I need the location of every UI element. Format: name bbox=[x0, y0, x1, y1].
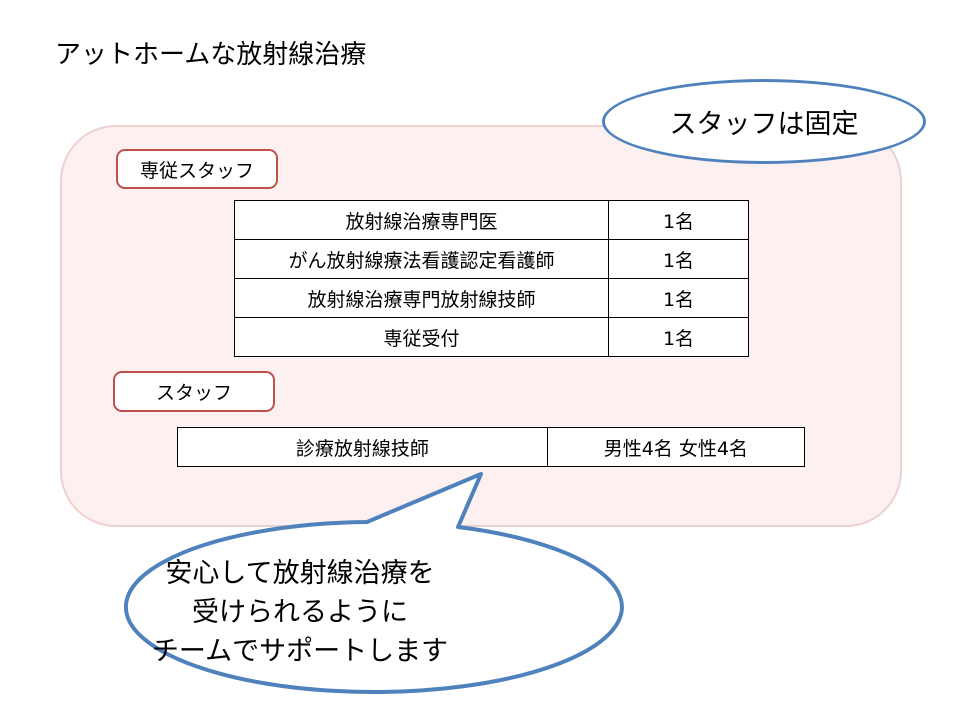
fixed-staff-callout: スタッフは固定 bbox=[602, 79, 926, 164]
dedicated-staff-label: 専従スタッフ bbox=[116, 149, 278, 189]
count-cell: 1名 bbox=[608, 317, 749, 357]
callout-text: スタッフは固定 bbox=[669, 109, 859, 140]
table-row: 専従受付 1名 bbox=[234, 317, 749, 357]
count-cell: 1名 bbox=[608, 239, 749, 279]
role-cell: がん放射線療法看護認定看護師 bbox=[234, 239, 609, 279]
bubble-line: 受けられるように bbox=[192, 597, 408, 628]
count-cell: 1名 bbox=[608, 200, 749, 240]
table-row: がん放射線療法看護認定看護師 1名 bbox=[234, 239, 749, 279]
bubble-line: チームでサポートします bbox=[151, 636, 449, 667]
staff-label: スタッフ bbox=[113, 371, 275, 412]
staff-table: 診療放射線技師 男性4名 女性4名 bbox=[177, 427, 806, 467]
role-cell: 専従受付 bbox=[234, 317, 609, 357]
count-cell: 1名 bbox=[608, 278, 749, 318]
count-cell: 男性4名 女性4名 bbox=[546, 427, 806, 467]
table-row: 診療放射線技師 男性4名 女性4名 bbox=[177, 427, 806, 467]
role-cell: 放射線治療専門医 bbox=[234, 200, 609, 240]
bubble-line: 安心して放射線治療を bbox=[165, 558, 435, 589]
table-row: 放射線治療専門放射線技師 1名 bbox=[234, 278, 749, 318]
table-row: 放射線治療専門医 1名 bbox=[234, 200, 749, 240]
slide-title: アットホームな放射線治療 bbox=[55, 40, 367, 70]
role-cell: 診療放射線技師 bbox=[177, 427, 548, 467]
role-cell: 放射線治療専門放射線技師 bbox=[234, 278, 609, 318]
dedicated-staff-table: 放射線治療専門医 1名 がん放射線療法看護認定看護師 1名 放射線治療専門放射線… bbox=[234, 200, 749, 357]
speech-bubble-text: 安心して放射線治療を 受けられるように チームでサポートします bbox=[95, 554, 505, 671]
